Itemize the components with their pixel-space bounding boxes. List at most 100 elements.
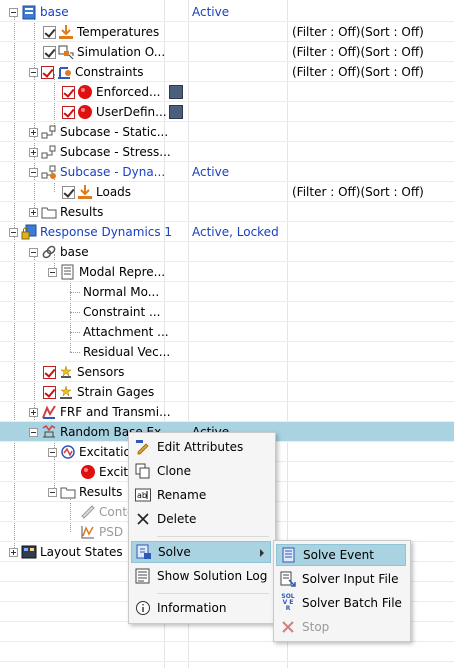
expand-toggle[interactable] <box>29 407 38 417</box>
collapse-toggle[interactable] <box>29 67 38 77</box>
tree-row-attachment-modes[interactable]: Attachment ... <box>0 322 454 342</box>
tree-row-subcase-stress[interactable]: Subcase - Stress... <box>0 142 454 162</box>
tree-row-enforced[interactable]: Enforced... <box>0 82 454 102</box>
tree-row-constraints[interactable]: Constraints (Filter : Off)(Sort : Off) <box>0 62 454 82</box>
column-divider <box>287 0 288 668</box>
tree-guide <box>70 332 80 333</box>
tree-guide <box>54 74 55 132</box>
row-filter-sort: (Filter : Off)(Sort : Off) <box>292 25 424 39</box>
solver-input-file-icon <box>280 571 296 587</box>
menu-item-clone[interactable]: Clone <box>131 460 271 482</box>
strain-gage-icon <box>58 384 74 400</box>
tree-row-response-dynamics[interactable]: Response Dynamics 1 Active, Locked <box>0 222 454 242</box>
menu-item-edit-attributes[interactable]: Edit Attributes <box>131 436 271 458</box>
row-label: UserDefin... <box>96 105 167 119</box>
row-label: Excita <box>99 465 136 479</box>
collapse-toggle[interactable] <box>9 227 18 237</box>
row-label: FRF and Transmi... <box>60 405 171 419</box>
menu-item-delete[interactable]: Delete <box>131 508 271 530</box>
submenu-item-stop[interactable]: Stop <box>276 616 406 638</box>
menu-item-information[interactable]: Information <box>131 597 271 619</box>
menu-item-solve[interactable]: Solve <box>131 541 271 563</box>
stop-x-icon <box>280 619 296 635</box>
visibility-checkbox[interactable] <box>43 385 56 399</box>
visibility-checkbox[interactable] <box>43 365 56 379</box>
menu-separator <box>157 536 269 537</box>
tree-row-normal-modes[interactable]: Normal Mo... <box>0 282 454 302</box>
row-status: Active <box>192 165 230 179</box>
tree-guide <box>70 352 80 353</box>
visibility-checkbox[interactable] <box>41 65 54 79</box>
tree-row-simulation-objects[interactable]: Simulation O... (Filter : Off)(Sort : Of… <box>0 42 454 62</box>
tree-row-results[interactable]: Results <box>0 202 454 222</box>
solver-batch-file-icon: SOLV ER <box>280 594 296 612</box>
tree-row-sensors[interactable]: Sensors <box>0 362 454 382</box>
menu-item-label: Edit Attributes <box>157 440 244 454</box>
menu-item-label: Delete <box>157 512 197 526</box>
menu-item-show-solution-log[interactable]: Show Solution Log <box>131 565 271 587</box>
collapse-toggle[interactable] <box>48 267 57 277</box>
row-label: PSD <box>99 525 124 539</box>
row-label: Constraints <box>75 65 144 79</box>
collapse-toggle[interactable] <box>29 167 38 177</box>
menu-item-label: Solve <box>158 545 191 559</box>
collapse-toggle[interactable] <box>48 487 57 497</box>
expand-toggle[interactable] <box>29 147 38 157</box>
row-label: Attachment ... <box>83 325 169 339</box>
link-icon <box>41 244 57 260</box>
tree-row-residual-vectors[interactable]: Residual Vec... <box>0 342 454 362</box>
empty-row <box>0 622 454 642</box>
menu-item-label: Stop <box>302 620 330 634</box>
tree-guide <box>54 434 55 492</box>
simulation-object-icon <box>58 44 74 60</box>
svg-text:ab: ab <box>137 491 147 500</box>
tree-row-base-link[interactable]: base <box>0 242 454 262</box>
collapse-toggle[interactable] <box>29 247 38 257</box>
tree-row-frf[interactable]: FRF and Transmi... <box>0 402 454 422</box>
visibility-checkbox[interactable] <box>43 45 56 59</box>
tree-row-temperatures[interactable]: Temperatures (Filter : Off)(Sort : Off) <box>0 22 454 42</box>
sensor-icon <box>58 364 74 380</box>
row-filter-sort: (Filter : Off)(Sort : Off) <box>292 185 424 199</box>
tree-row-modal-representation[interactable]: Modal Repre... <box>0 262 454 282</box>
subcase-icon <box>41 124 57 140</box>
solve-event-icon <box>281 547 297 563</box>
collapse-toggle[interactable] <box>29 427 38 437</box>
submenu-arrow-icon <box>260 549 264 557</box>
row-label: Loads <box>96 185 132 199</box>
collapse-toggle[interactable] <box>9 7 18 17</box>
menu-item-rename[interactable]: ab Rename <box>131 484 271 506</box>
visibility-checkbox[interactable] <box>43 25 56 39</box>
folder-icon <box>41 204 57 220</box>
tree-row-loads[interactable]: Loads (Filter : Off)(Sort : Off) <box>0 182 454 202</box>
row-label: Results <box>79 485 123 499</box>
column-divider <box>188 0 189 668</box>
row-label: base <box>60 245 89 259</box>
tree-guide <box>70 274 71 352</box>
folder-icon <box>60 484 76 500</box>
visibility-checkbox[interactable] <box>62 185 75 199</box>
visibility-checkbox[interactable] <box>62 85 75 99</box>
collapse-toggle[interactable] <box>48 447 57 457</box>
submenu-item-solve-event[interactable]: Solve Event <box>276 544 406 566</box>
information-icon <box>135 600 151 616</box>
submenu-item-solver-batch-file[interactable]: SOLV ER Solver Batch File <box>276 592 406 614</box>
row-label: Strain Gages <box>77 385 155 399</box>
tree-row-subcase-static[interactable]: Subcase - Static... <box>0 122 454 142</box>
tree-row-base[interactable]: base Active <box>0 2 454 22</box>
expand-toggle[interactable] <box>29 127 38 137</box>
expand-toggle[interactable] <box>29 207 38 217</box>
tree-row-strain-gages[interactable]: Strain Gages <box>0 382 454 402</box>
document-list-icon <box>60 264 76 280</box>
tree-row-subcase-dynamic[interactable]: Subcase - Dyna... Active <box>0 162 454 182</box>
tree-row-constraint-modes[interactable]: Constraint ... <box>0 302 454 322</box>
visibility-checkbox[interactable] <box>62 105 75 119</box>
tree-row-user-defined[interactable]: UserDefin... <box>0 102 454 122</box>
layout-states-icon <box>21 544 37 560</box>
submenu-item-solver-input-file[interactable]: Solver Input File <box>276 568 406 590</box>
expand-toggle[interactable] <box>9 547 18 557</box>
tree-guide <box>34 254 35 434</box>
random-excitation-icon <box>41 424 57 440</box>
temperature-load-icon <box>58 24 74 40</box>
